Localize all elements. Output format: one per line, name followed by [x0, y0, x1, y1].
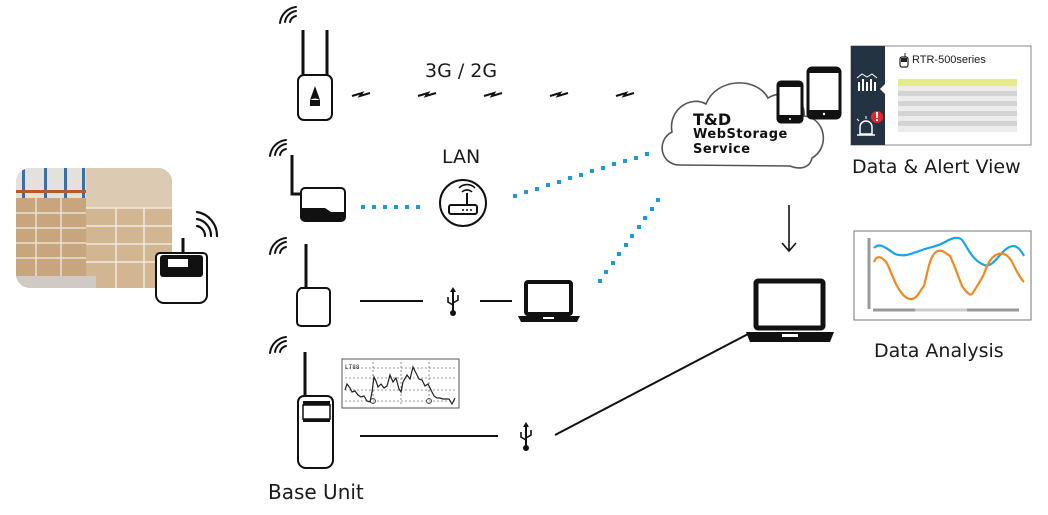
cellular-label: 3G / 2G — [425, 60, 498, 82]
cellular-gateway-icon — [279, 6, 333, 121]
cloud-title-line2: WebStorage — [693, 127, 788, 142]
cloud-title-line3: Service — [693, 142, 751, 157]
logger-device-icon — [899, 53, 909, 68]
usb-icon-1 — [447, 287, 459, 316]
base-unit-label: Base Unit — [268, 480, 364, 504]
arrow-down-icon — [781, 205, 797, 253]
svg-text:LT88: LT88 — [345, 364, 360, 371]
usb-base-unit-icon — [269, 237, 331, 327]
base-unit-display-graph: LT88 — [341, 358, 460, 409]
series-line-blue — [873, 236, 1025, 267]
warehouse-boxes-image — [16, 168, 172, 288]
cloud-service-name: T&D WebStorage Service — [693, 110, 788, 158]
lan-base-unit-icon — [269, 139, 346, 222]
data-alert-view-caption: Data & Alert View — [852, 156, 1021, 178]
alarm-siren-icon — [856, 111, 883, 136]
handheld-base-unit-icon — [269, 336, 334, 469]
router-icon — [439, 179, 487, 227]
usb-icon-2 — [520, 422, 532, 451]
series-line-orange — [872, 249, 1025, 301]
lan-label: LAN — [442, 146, 481, 168]
warehouse-photo — [16, 168, 172, 288]
tablet-icon — [806, 66, 842, 120]
lan-to-cloud-dotted-link — [513, 152, 649, 198]
smartphone-icon — [776, 80, 804, 124]
laptop-icon-2 — [746, 278, 834, 342]
cellular-signal-marks — [351, 91, 635, 98]
cloud-title-line1: T&D — [693, 110, 732, 129]
usb-to-cloud-dotted-link — [598, 198, 660, 283]
data-alert-view-panel — [850, 45, 1032, 146]
data-analysis-chart — [853, 230, 1032, 321]
device-series-label: RTR-500series — [912, 54, 986, 66]
graph-chart-icon — [856, 73, 878, 91]
laptop-icon-1 — [518, 280, 580, 322]
data-analysis-caption: Data Analysis — [874, 340, 1004, 362]
